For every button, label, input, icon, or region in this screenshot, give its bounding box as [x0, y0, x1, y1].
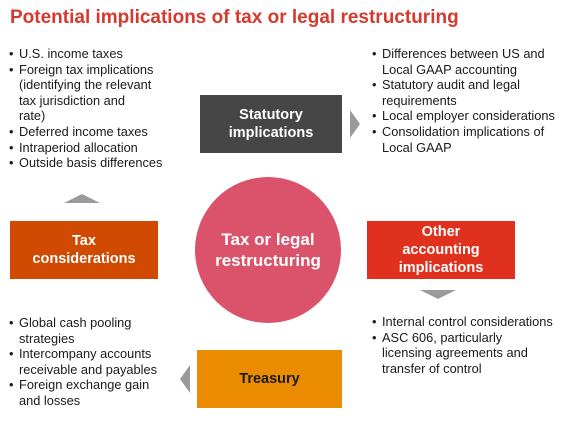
statutory-implications-list: Differences between US and Local GAAP ac… [372, 46, 572, 155]
statutory-implications-box: Statutory implications [200, 95, 342, 153]
list-item: ASC 606, particularly licensing agreemen… [372, 330, 572, 377]
other-accounting-list: Internal control considerations ASC 606,… [372, 314, 572, 376]
list-item: Consolidation implications of Local GAAP [372, 124, 572, 155]
center-circle: Tax or legal restructuring [195, 177, 341, 323]
other-accounting-box: Other accounting implications [367, 221, 515, 279]
statutory-implications-label: Statutory implications [228, 107, 314, 141]
list-item: Intraperiod allocation [9, 140, 189, 156]
list-item: Deferred income taxes [9, 124, 189, 140]
arrow-up-icon [64, 194, 100, 203]
list-item: Foreign exchange gain and losses [9, 377, 189, 408]
list-item: Local employer considerations [372, 108, 572, 124]
arrow-left-icon [180, 365, 190, 393]
other-accounting-label: Other accounting implications [398, 224, 484, 276]
diagram-title: Potential implications of tax or legal r… [10, 7, 459, 28]
arrow-down-icon [420, 290, 456, 299]
tax-considerations-label: Tax considerations [32, 233, 136, 267]
list-item: Internal control considerations [372, 314, 572, 330]
list-item: Outside basis differences [9, 155, 189, 171]
list-item: U.S. income taxes [9, 46, 189, 62]
arrow-right-icon [350, 110, 360, 138]
treasury-label: Treasury [239, 371, 300, 387]
tax-considerations-list: U.S. income taxes Foreign tax implicatio… [9, 46, 189, 171]
list-item: Differences between US and Local GAAP ac… [372, 46, 572, 77]
tax-considerations-box: Tax considerations [10, 221, 158, 279]
list-item: Global cash pooling strategies [9, 315, 189, 346]
treasury-list: Global cash pooling strategies Intercomp… [9, 315, 189, 409]
list-item: Intercompany accounts receivable and pay… [9, 346, 189, 377]
treasury-box: Treasury [197, 350, 342, 408]
list-item: Statutory audit and legal requirements [372, 77, 572, 108]
list-item: Foreign tax implications (identifying th… [9, 62, 189, 124]
center-label: Tax or legal restructuring [215, 230, 321, 270]
